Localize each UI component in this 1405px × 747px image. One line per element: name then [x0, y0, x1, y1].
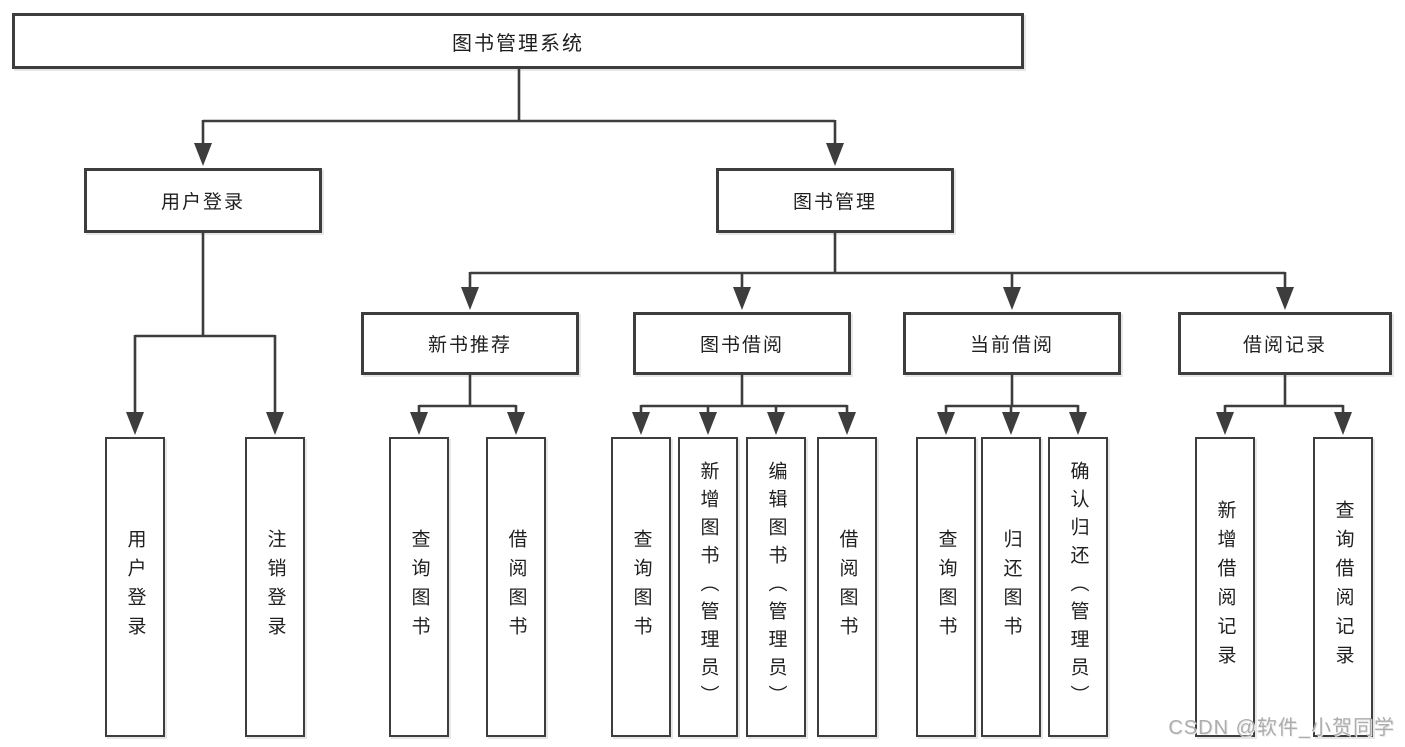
node-borrow-records-label: 借阅记录 — [1242, 335, 1327, 356]
node-book-management-label: 图书管理 — [792, 192, 877, 213]
leaf-query-book-recommend: 查询图书 — [389, 437, 449, 737]
node-current-borrow-label: 当前借阅 — [969, 335, 1054, 356]
node-book-borrow: 图书借阅 — [633, 312, 851, 375]
leaf-user-login: 用户登录 — [105, 437, 165, 737]
leaf-confirm-return-admin-label: 确认归还（管理员） — [1067, 461, 1089, 713]
leaf-query-borrow-record-label: 查询借阅记录 — [1332, 500, 1354, 674]
leaf-logout: 注销登录 — [245, 437, 305, 737]
leaf-add-borrow-record: 新增借阅记录 — [1195, 437, 1255, 737]
node-library-system-label: 图书管理系统 — [452, 32, 584, 55]
leaf-borrow-book-recommend: 借阅图书 — [486, 437, 546, 737]
watermark: CSDN @软件_小贺同学 — [1168, 717, 1395, 739]
node-book-borrow-label: 图书借阅 — [699, 335, 784, 356]
leaf-query-book-current-label: 查询图书 — [935, 529, 957, 645]
leaf-return-book-label: 归还图书 — [1000, 529, 1022, 645]
node-library-system: 图书管理系统 — [12, 13, 1024, 69]
leaf-confirm-return-admin: 确认归还（管理员） — [1048, 437, 1108, 737]
leaf-borrow-book: 借阅图书 — [817, 437, 877, 737]
leaf-return-book: 归还图书 — [981, 437, 1041, 737]
leaf-query-book-borrow-label: 查询图书 — [630, 529, 652, 645]
node-user-login: 用户登录 — [84, 168, 322, 233]
node-book-management: 图书管理 — [716, 168, 954, 233]
leaf-add-book-admin-label: 新增图书（管理员） — [697, 461, 719, 713]
leaf-query-borrow-record: 查询借阅记录 — [1313, 437, 1373, 737]
leaf-user-login-label: 用户登录 — [124, 529, 146, 645]
leaf-query-book-borrow: 查询图书 — [611, 437, 671, 737]
leaf-logout-label: 注销登录 — [264, 529, 286, 645]
leaf-borrow-book-recommend-label: 借阅图书 — [505, 529, 527, 645]
leaf-query-book-recommend-label: 查询图书 — [408, 529, 430, 645]
node-current-borrow: 当前借阅 — [903, 312, 1121, 375]
node-borrow-records: 借阅记录 — [1178, 312, 1392, 375]
leaf-borrow-book-label: 借阅图书 — [836, 529, 858, 645]
node-new-book-recommend: 新书推荐 — [361, 312, 579, 375]
leaf-add-borrow-record-label: 新增借阅记录 — [1214, 500, 1236, 674]
node-user-login-label: 用户登录 — [160, 192, 245, 213]
node-new-book-recommend-label: 新书推荐 — [427, 335, 512, 356]
leaf-edit-book-admin-label: 编辑图书（管理员） — [765, 461, 787, 713]
leaf-edit-book-admin: 编辑图书（管理员） — [746, 437, 806, 737]
leaf-add-book-admin: 新增图书（管理员） — [678, 437, 738, 737]
leaf-query-book-current: 查询图书 — [916, 437, 976, 737]
